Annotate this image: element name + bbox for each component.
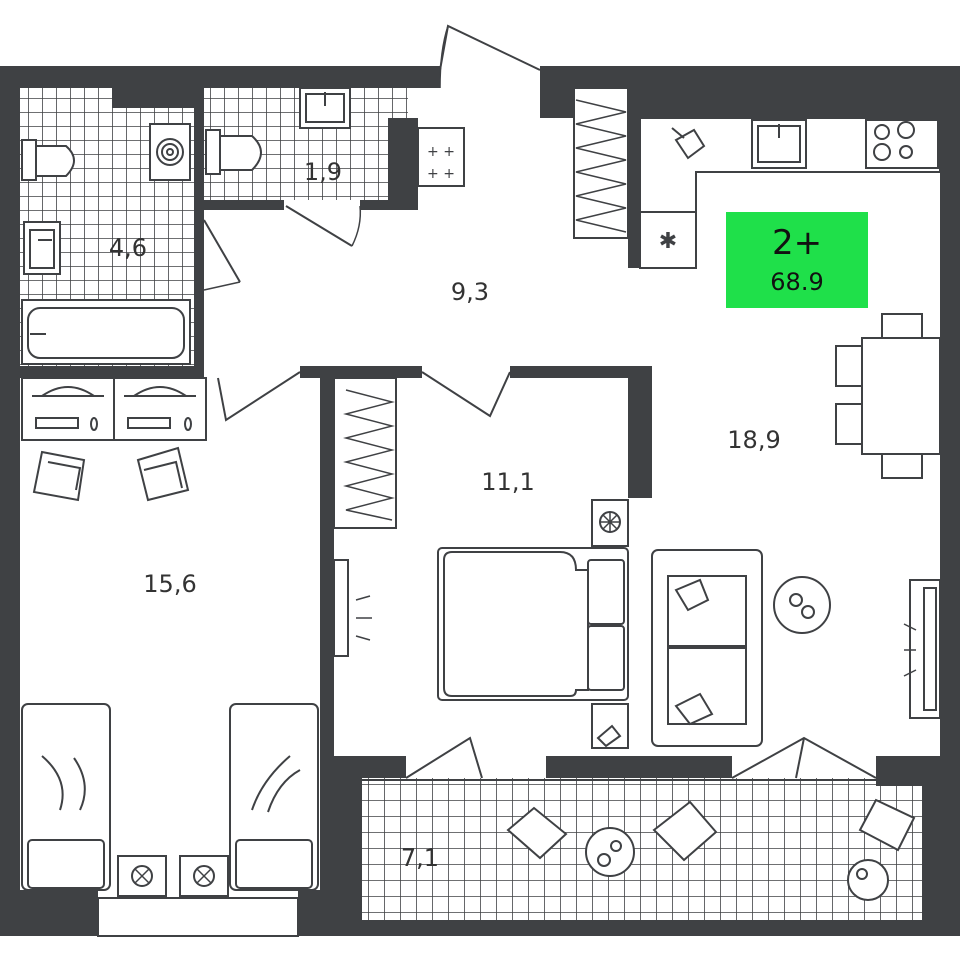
badge-rooms: 2+ — [772, 223, 822, 263]
dining-set — [835, 313, 941, 479]
bedroom-furniture — [333, 377, 629, 749]
room-area-toilet: 1,9 — [304, 158, 342, 186]
electric-panel: + + + + — [417, 127, 465, 187]
room-area-balcony: 7,1 — [401, 844, 439, 872]
kitchen-counter: ✱ — [639, 117, 941, 269]
svg-text:+ +: + + — [427, 144, 455, 160]
hallway-wardrobe — [573, 87, 629, 239]
room-area-hallway: 9,3 — [451, 278, 489, 306]
doors — [203, 24, 877, 779]
svg-text:✱: ✱ — [659, 229, 677, 254]
balcony-tiles — [362, 778, 922, 920]
living-furniture — [651, 549, 941, 747]
balcony-furniture — [506, 798, 916, 901]
apartment-badge: 2+ 68.9 — [726, 212, 868, 308]
room-area-kitchen-living: 18,9 — [727, 426, 780, 454]
room-area-bathroom: 4,6 — [109, 234, 147, 262]
svg-text:+ +: + + — [427, 166, 455, 182]
bathroom-fixtures — [21, 123, 191, 365]
room-area-bedroom: 11,1 — [481, 468, 534, 496]
toilet-fixtures — [205, 87, 351, 175]
badge-background — [726, 212, 868, 308]
children-furniture — [21, 377, 319, 897]
room-area-children-room: 15,6 — [143, 570, 196, 598]
badge-total-area: 68.9 — [770, 268, 823, 296]
